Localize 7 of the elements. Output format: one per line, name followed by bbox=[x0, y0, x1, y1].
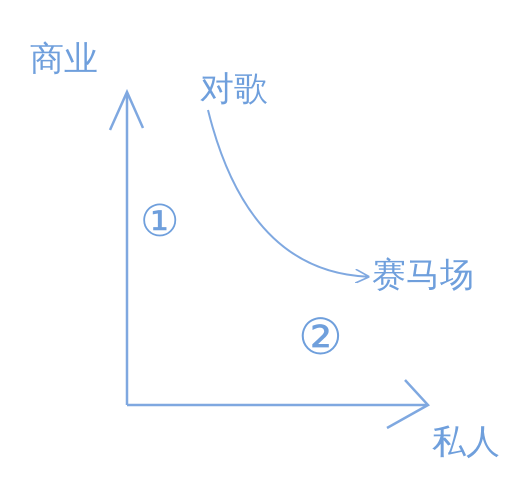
sketch-label: 对歌 bbox=[200, 72, 268, 106]
axis-label: 私人 bbox=[432, 425, 500, 459]
curved-arrow bbox=[207, 110, 370, 284]
circled-number: ① bbox=[140, 200, 180, 244]
sketch-label: 赛马场 bbox=[372, 258, 474, 292]
axis-label: 商业 bbox=[30, 42, 98, 76]
circled-number: ② bbox=[298, 312, 343, 362]
